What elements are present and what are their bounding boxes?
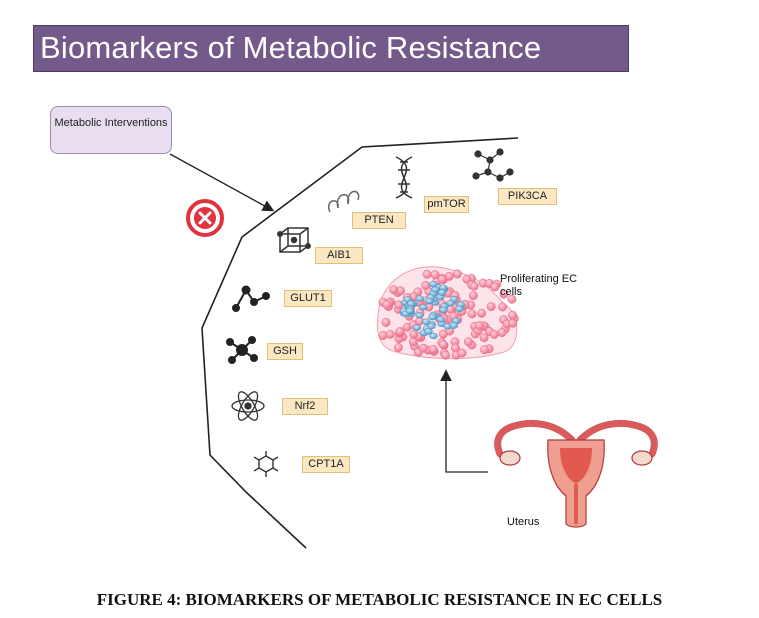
tag-nrf2: Nrf2 [282,398,328,415]
tag-pik3ca-label: PIK3CA [507,190,548,202]
cube-icon [277,227,311,253]
blue-cell [436,316,445,323]
pink-cell [422,269,432,279]
tag-cpt1a: CPT1A [302,456,350,473]
pink-cell [381,317,391,327]
blue-cell [455,305,464,313]
pink-cell [475,321,484,331]
pink-cell [452,269,462,279]
tag-pmtor-label: pmTOR [427,198,466,210]
tag-pmtor: pmTOR [424,196,469,213]
pink-cell [441,350,450,360]
pink-cell [468,291,478,301]
pink-cell [469,281,479,291]
pink-cell [508,318,518,328]
blue-cell [429,332,438,340]
figure-title: Biomarkers of Metabolic Resistance [40,30,542,65]
gsh-molecule-icon [226,336,258,364]
pink-cell [508,310,517,320]
tag-aib1-label: AIB1 [327,249,351,261]
pink-cell [507,294,517,304]
metabolic-interventions-box: Metabolic Interventions [50,106,172,154]
tag-pten-label: PTEN [364,214,394,226]
cell-membrane-line [201,137,519,549]
pink-cell [409,329,419,339]
tag-gsh-label: GSH [273,345,297,357]
interventions-arrow [169,153,275,212]
blue-cell [421,318,431,325]
molecule-icon [472,148,514,182]
tag-nrf2-label: Nrf2 [294,400,316,412]
pink-cell [497,328,507,338]
hexagon-icon [253,451,279,477]
blue-cell [425,297,434,305]
blue-cell [428,313,437,321]
tag-pik3ca: PIK3CA [498,188,557,205]
title-banner: Biomarkers of Metabolic Resistance [33,25,629,72]
pink-cell [419,343,428,353]
pink-cell [477,308,487,318]
coil-icon [327,190,360,213]
inhibit-icon [186,199,224,237]
pink-cell [498,302,507,312]
uterus-label: Uterus [507,516,539,528]
uterus-label-text: Uterus [507,516,540,528]
figure-caption: FIGURE 4: BIOMARKERS OF METABOLIC RESIST… [96,590,663,609]
blue-cell [415,312,424,319]
blue-cell [412,324,422,331]
tag-cpt1a-label: CPT1A [308,458,344,470]
blue-cell [424,328,433,335]
node-icon [232,285,270,312]
pink-cell [408,337,418,347]
pink-cell [479,333,489,343]
pink-cell [467,309,477,319]
tag-pten: PTEN [352,212,406,229]
pink-cell [499,289,509,299]
blue-cell [419,304,428,311]
atom-icon [231,391,265,421]
pink-cell [382,300,392,310]
pink-cell [393,343,403,352]
pink-cell [486,302,496,312]
uterus-illustration [494,419,658,528]
pink-cell [437,274,447,284]
pink-cell [438,340,448,350]
pink-cell [489,329,499,339]
pink-cell [428,345,438,354]
cluster-label: Proliferating EC cells [500,273,580,299]
pink-cell [480,345,489,355]
blue-cell [446,300,455,307]
tag-glut1: GLUT1 [284,290,332,307]
blue-cell [405,307,415,314]
interventions-label: Metabolic Interventions [54,117,168,129]
pink-cell [421,280,431,290]
tag-glut1-label: GLUT1 [290,292,326,304]
pink-cell [395,327,405,337]
blue-cell [415,295,425,302]
blue-cell [439,306,448,314]
tag-aib1: AIB1 [315,247,363,264]
pink-cell [490,282,500,292]
pink-cell [389,285,399,295]
blue-cell [437,289,447,296]
pink-cell [385,329,395,339]
pink-cell [430,270,440,280]
cell-cluster [376,266,519,360]
uterus-arrow [440,369,488,473]
dna-icon [395,156,413,199]
blue-cell [429,281,438,288]
pink-cell [463,337,473,347]
blue-cell [449,322,459,329]
tag-gsh: GSH [267,343,303,360]
cluster-label-text: Proliferating EC cells [500,273,578,298]
pink-cell [457,348,467,358]
